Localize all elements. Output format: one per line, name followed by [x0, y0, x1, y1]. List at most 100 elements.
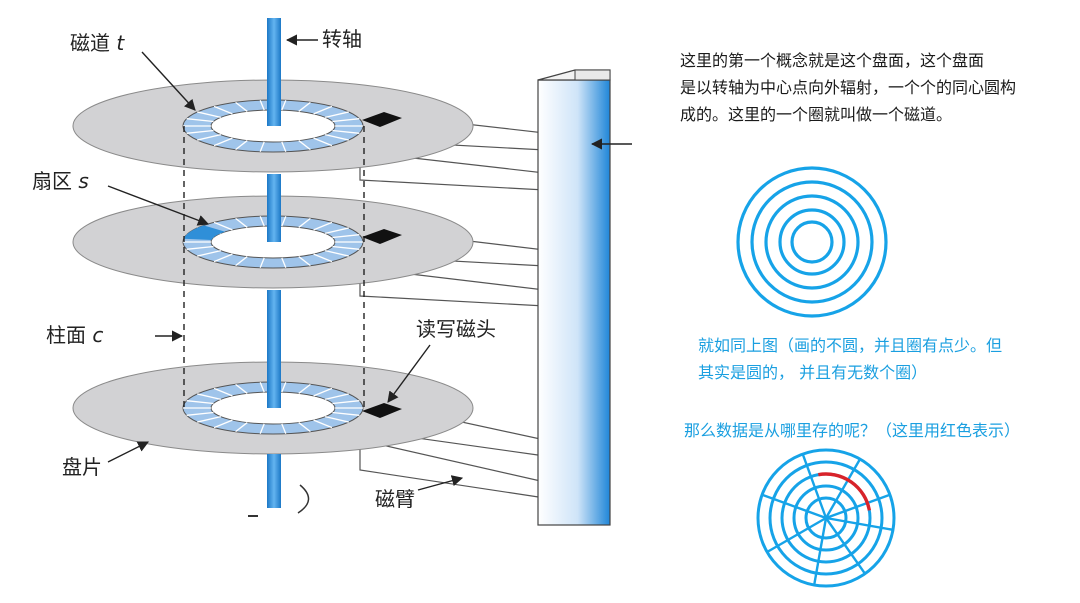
sector-divider	[313, 105, 333, 115]
sketch-track-circle	[750, 180, 874, 304]
sector-divider	[259, 100, 265, 111]
sector-divider	[298, 140, 311, 151]
sector-divider	[325, 250, 349, 257]
caption-concentric: 就如同上图（画的不圆，并且圈有点少。但 其实是圆的， 并且有无数个圈）	[698, 332, 1058, 386]
sector-divider	[213, 221, 233, 231]
sector-divider	[213, 137, 233, 147]
platter-pointer	[107, 441, 150, 463]
sector-divider	[298, 383, 311, 394]
sector-divider	[332, 129, 360, 134]
platter-label: 盘片	[62, 455, 102, 479]
sector-divider	[325, 227, 349, 234]
sector-divider	[313, 253, 333, 263]
spindle-mid-1	[267, 174, 281, 242]
sector-divider	[281, 257, 287, 268]
sketch-sector-line	[813, 517, 828, 586]
sketch-track-circle	[768, 460, 884, 576]
cylinder-outline	[183, 126, 365, 408]
sketch-track-circle	[756, 448, 896, 588]
sector-divider	[281, 423, 287, 434]
sector-divider	[313, 419, 333, 429]
sector-divider	[325, 111, 349, 118]
sector-divider	[332, 118, 360, 123]
sector-divider	[281, 216, 287, 227]
sector-divider	[332, 411, 360, 416]
spindle	[267, 18, 281, 508]
head-label: 读写磁头	[416, 317, 496, 341]
sector-divider	[298, 256, 311, 267]
spindle-label: 转轴	[322, 27, 362, 51]
sector-divider	[213, 387, 233, 397]
sector-divider	[197, 393, 221, 400]
sketch-sector-line	[766, 516, 827, 554]
sketch-sector-line	[801, 453, 828, 519]
sector-divider	[235, 101, 248, 112]
sector-divider	[259, 141, 265, 152]
sector-divider	[186, 245, 214, 250]
sector-divider	[213, 105, 233, 115]
head-pointer	[387, 344, 431, 403]
paragraph-line: 成的。这里的一个圈就叫做一个磁道。	[680, 105, 953, 124]
rotation-arc	[297, 484, 310, 514]
sector-divider	[259, 382, 265, 393]
arm-label: 磁臂	[375, 487, 415, 511]
sector-divider	[235, 256, 248, 267]
head-top	[362, 112, 402, 127]
head-mid	[362, 229, 402, 244]
sector-divider	[325, 393, 349, 400]
sector-divider	[313, 221, 333, 231]
sector-divider	[197, 134, 221, 141]
sector-divider	[313, 387, 333, 397]
sector-label: 扇区 s	[32, 169, 89, 193]
head-bottom	[362, 403, 402, 418]
sector-divider	[259, 257, 265, 268]
sector-divider	[186, 118, 214, 123]
caption-data-location: 那么数据是从哪里存的呢？（这里用红色表示）	[684, 421, 1021, 440]
arm-column	[537, 69, 611, 526]
sector-divider	[186, 400, 214, 405]
spindle-top	[267, 18, 281, 126]
track-pointer	[141, 51, 196, 111]
sector-divider	[298, 217, 311, 228]
sector-divider	[235, 422, 248, 433]
sector-divider	[259, 423, 265, 434]
track-label: 磁道 t	[70, 31, 125, 55]
read-write-heads	[362, 112, 402, 418]
sketch-sector-line	[824, 458, 862, 519]
cylinder-label: 柱面 c	[46, 323, 103, 347]
sector-divider	[332, 400, 360, 405]
sector-divider	[281, 382, 287, 393]
sector-divider	[298, 422, 311, 433]
sectored-circles-sketch-icon	[756, 448, 896, 588]
sketch-sector-line	[761, 493, 827, 520]
sketch-track-circle	[804, 496, 848, 540]
sketch-data-arc	[818, 472, 872, 511]
sector-divider	[332, 234, 360, 239]
sketch-track-circle	[736, 166, 888, 318]
sketch-track-circle	[790, 220, 834, 264]
spindle-mid-2	[267, 290, 281, 408]
arm-pointer	[417, 475, 464, 491]
caption-line: 其实是圆的， 并且有无数个圈）	[698, 363, 928, 382]
sector-divider	[259, 216, 265, 227]
sketch-sector-line	[825, 516, 894, 531]
sector-divider	[325, 416, 349, 423]
sector-divider	[298, 101, 311, 112]
sector-divider	[281, 141, 287, 152]
paragraph-line: 这里的第一个概念就是这个盘面，这个盘面	[680, 51, 985, 70]
sector-divider	[186, 129, 214, 134]
sketch-sector-line	[825, 493, 891, 520]
spindle-bottom	[267, 454, 281, 508]
sector-divider	[235, 217, 248, 228]
sector-divider	[313, 137, 333, 147]
sketch-track-circle	[764, 194, 860, 290]
sector-divider	[186, 411, 214, 416]
sector-divider	[197, 416, 221, 423]
sector-divider	[235, 140, 248, 151]
sketch-sector-line	[825, 517, 866, 575]
sketch-track-circle	[792, 484, 860, 552]
sector-divider	[281, 100, 287, 111]
concentric-circles-sketch-icon	[736, 166, 888, 318]
sector-pointer	[107, 185, 210, 226]
